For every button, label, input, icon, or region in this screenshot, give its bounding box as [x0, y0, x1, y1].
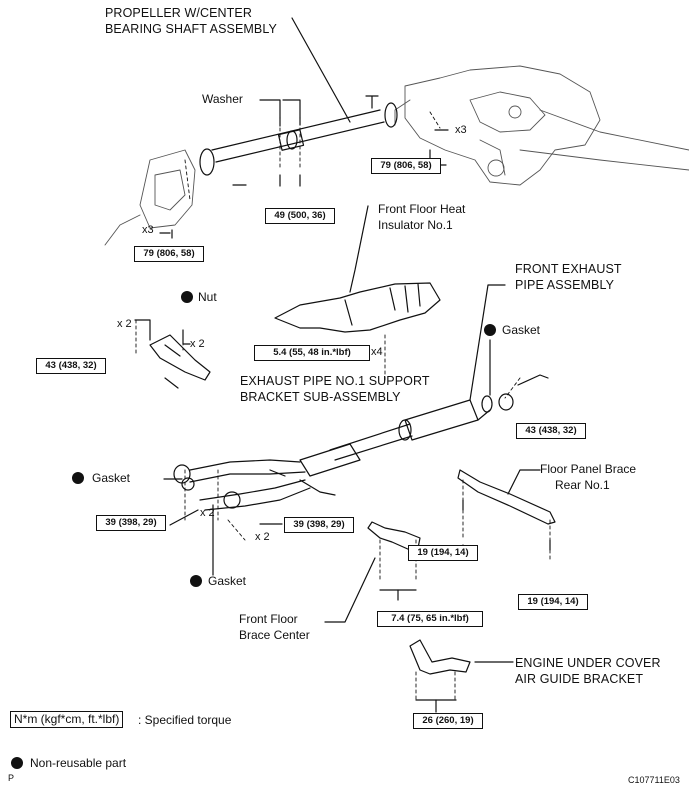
label-floor-brace-line2: Rear No.1: [555, 478, 610, 492]
legend-nonreusable-marker: [11, 757, 23, 769]
legend-nonreusable-text: Non-reusable part: [30, 756, 127, 770]
torque-19-left: 19 (194, 14): [408, 545, 478, 561]
torque-26: 26 (260, 19): [413, 713, 483, 729]
differential-art: [104, 149, 196, 246]
label-front-exhaust-line1: FRONT EXHAUST: [515, 262, 622, 276]
label-engine-cover-line1: ENGINE UNDER COVER: [515, 656, 661, 670]
heat-insulator-art: [274, 282, 441, 333]
support-bracket-art: [149, 334, 211, 381]
air-guide-bracket-art: [409, 639, 471, 675]
qty-x2-support-left: x 2: [117, 318, 132, 330]
vehicle-frame-art: [394, 65, 689, 186]
propeller-shaft-art: [199, 102, 398, 176]
leader-propeller: [291, 17, 351, 123]
label-support-line2: BRACKET SUB-ASSEMBLY: [240, 390, 401, 404]
footer-left-mark: P: [8, 773, 15, 783]
legend-torque-description: : Specified torque: [138, 713, 232, 727]
label-heat-insulator-line1: Front Floor Heat: [378, 202, 466, 216]
label-washer: Washer: [202, 92, 243, 106]
qty-x2-support-right: x 2: [190, 338, 205, 350]
nonreusable-marker-gasket-left: [72, 472, 84, 484]
label-propeller-line1: PROPELLER W/CENTER: [105, 6, 252, 20]
torque-7-4: 7.4 (75, 65 in.*lbf): [377, 611, 483, 627]
nonreusable-marker-gasket-right: [484, 324, 496, 336]
qty-x2-exhaust-right: x 2: [255, 531, 270, 543]
label-gasket-left: Gasket: [92, 471, 131, 485]
nonreusable-marker-gasket-bottom: [190, 575, 202, 587]
qty-x3-lower: x3: [142, 224, 154, 236]
floor-panel-brace-art: [457, 469, 556, 525]
qty-x4: x4: [371, 346, 383, 358]
torque-49: 49 (500, 36): [265, 208, 335, 224]
torque-79-lower: 79 (806, 58): [134, 246, 204, 262]
label-engine-cover-line2: AIR GUIDE BRACKET: [515, 672, 644, 686]
exhaust-pipe-art: [173, 399, 491, 511]
label-gasket-right: Gasket: [502, 323, 541, 337]
torque-43-right: 43 (438, 32): [516, 423, 586, 439]
torque-5-4: 5.4 (55, 48 in.*lbf): [254, 345, 370, 361]
label-brace-center-line1: Front Floor: [239, 612, 298, 626]
label-nut: Nut: [198, 290, 217, 304]
label-propeller-line2: BEARING SHAFT ASSEMBLY: [105, 22, 277, 36]
label-gasket-bottom: Gasket: [208, 574, 247, 588]
label-floor-brace-line1: Floor Panel Brace: [540, 462, 637, 476]
torque-19-right: 19 (194, 14): [518, 594, 588, 610]
figure-id: C107711E03: [628, 775, 680, 785]
label-front-exhaust-line2: PIPE ASSEMBLY: [515, 278, 615, 292]
torque-43-left: 43 (438, 32): [36, 358, 106, 374]
label-heat-insulator-line2: Insulator No.1: [378, 218, 453, 232]
torque-39-right: 39 (398, 29): [284, 517, 354, 533]
torque-39-left: 39 (398, 29): [96, 515, 166, 531]
qty-x2-exhaust-left: x 2: [200, 507, 215, 519]
torque-79-upper: 79 (806, 58): [371, 158, 441, 174]
legend-torque-unit: N*m (kgf*cm, ft.*lbf): [10, 711, 124, 728]
nonreusable-marker-nut: [181, 291, 193, 303]
label-brace-center-line2: Brace Center: [239, 628, 310, 642]
label-support-line1: EXHAUST PIPE NO.1 SUPPORT: [240, 374, 430, 388]
qty-x3-upper: x3: [455, 124, 467, 136]
